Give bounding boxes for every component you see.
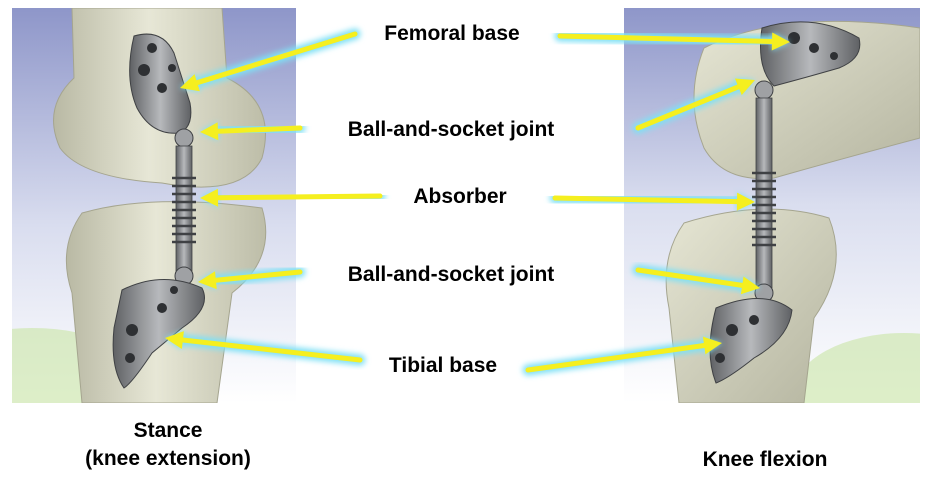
label-ball-socket-joint-upper: Ball-and-socket joint	[348, 118, 555, 142]
caption-knee-flexion: Knee flexion	[703, 446, 828, 474]
caption-stance-line1: Stance	[85, 417, 251, 445]
caption-stance-line2: (knee extension)	[85, 445, 251, 473]
arrow-ball-socket-lower-left	[198, 271, 300, 289]
arrow-ball-socket-upper-right	[638, 79, 755, 128]
label-tibial-base: Tibial base	[389, 354, 497, 378]
caption-stance: Stance (knee extension)	[85, 417, 251, 473]
arrow-absorber-left	[200, 189, 380, 207]
label-femoral-base: Femoral base	[384, 22, 519, 46]
label-absorber: Absorber	[413, 185, 506, 209]
arrow-tibial-base-right	[528, 337, 722, 370]
arrow-tibial-base-left	[165, 331, 360, 360]
arrow-femoral-base-right	[560, 33, 790, 51]
label-ball-socket-joint-lower: Ball-and-socket joint	[348, 263, 555, 287]
arrow-femoral-base-left	[180, 34, 355, 91]
arrow-absorber-right	[555, 193, 755, 211]
arrow-ball-socket-upper-left	[200, 122, 300, 140]
arrow-ball-socket-lower-right	[638, 270, 760, 294]
